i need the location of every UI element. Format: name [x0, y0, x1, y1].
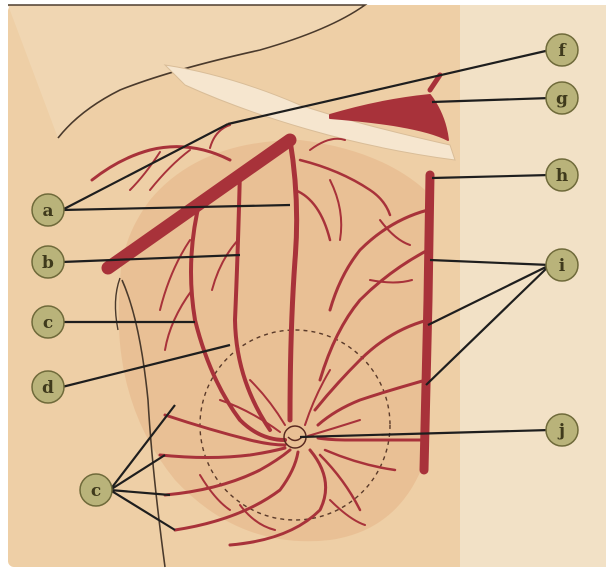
marker-a: a: [32, 194, 64, 226]
marker-j: j: [546, 414, 578, 446]
marker-c-lower-label: c: [91, 481, 101, 501]
marker-h: h: [546, 159, 578, 191]
marker-i: i: [546, 249, 578, 281]
marker-d: d: [32, 371, 64, 403]
marker-g-label: g: [556, 89, 568, 109]
marker-c-upper-label: c: [43, 313, 53, 333]
marker-c-lower: c: [80, 474, 112, 506]
internal-thoracic-artery: [424, 175, 430, 470]
marker-j-label: j: [557, 421, 565, 441]
marker-f: f: [546, 34, 578, 66]
sternum-panel: [460, 5, 606, 567]
marker-g: g: [546, 82, 578, 114]
marker-a-label: a: [42, 201, 53, 221]
marker-i-label: i: [559, 256, 566, 276]
marker-b-label: b: [42, 253, 54, 273]
marker-b: b: [32, 246, 64, 278]
marker-c-upper: c: [32, 306, 64, 338]
marker-d-label: d: [42, 378, 54, 398]
marker-h-label: h: [556, 166, 568, 186]
